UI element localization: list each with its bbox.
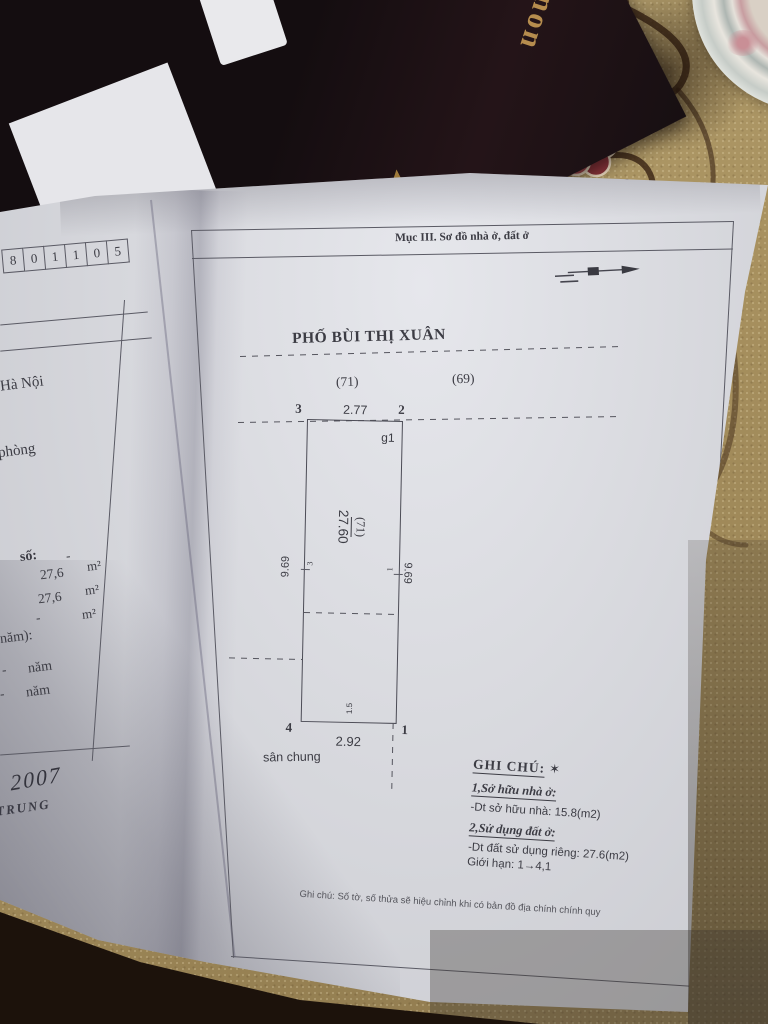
year-label: năm [25, 682, 51, 701]
form-line [0, 337, 152, 352]
area-value: 27,6 [39, 564, 65, 583]
inner-partition-dashed [303, 611, 398, 615]
courtyard-label: sân chung [262, 749, 321, 765]
plot-parcel-label: (71) [350, 516, 368, 537]
dash-mark: - [65, 547, 72, 564]
digit-box: 5 [106, 238, 130, 265]
area-unit: m² [81, 605, 97, 622]
digit-box: 1 [44, 244, 68, 270]
cloth-shade-bottom [430, 930, 768, 1024]
plot-corner-4: 4 [285, 719, 293, 735]
neighbor-right-label: (69) [451, 370, 475, 387]
note-item2-heading: 2,Sử dụng đất ở: [468, 820, 556, 842]
plot-corner-1: 1 [401, 722, 409, 738]
plot-dim-left: 9.69 [279, 555, 293, 578]
plot-length-block: (71) 27.60 [312, 467, 394, 587]
gate-label: g1 [381, 430, 395, 445]
plot-dim-top: 2.77 [342, 402, 368, 418]
area-unit: m² [84, 581, 100, 598]
plot-corner-2: 2 [398, 401, 405, 418]
plot-dim-bottom: 2.92 [335, 733, 362, 750]
cloth-shade-right [688, 540, 768, 1024]
boundary-dashed-line [237, 415, 622, 423]
plot-outline: 3 2 4 1 2.77 2.92 9.69 9.69 g1 (71) [228, 401, 414, 789]
tick-mark-right [393, 573, 403, 576]
street-name: PHỐ BÙI THỊ XUÂN [291, 325, 447, 348]
north-arrow-icon [554, 265, 640, 283]
room-fragment: phòng [0, 440, 37, 462]
digit-box: 8 [1, 247, 26, 274]
notes-title: GHI CHÚ: [472, 756, 546, 778]
tick-label-right: 1 [385, 567, 395, 572]
area-unit: m² [86, 557, 102, 574]
tick-label-left: 3 [305, 561, 315, 566]
frame-header-line [191, 248, 733, 259]
plot-corner-3: 3 [295, 400, 302, 416]
note-item1-heading: 1,Sở hữu nhà ở: [471, 780, 557, 802]
notes-block: GHI CHÚ: ✶ 1,Sở hữu nhà ở: -Dt sở hữu nh… [467, 755, 693, 881]
tick-mark-left [300, 568, 310, 571]
area-value: 27,6 [37, 588, 63, 607]
digit-box: 1 [64, 242, 88, 268]
plot-length-value: 27.60 [335, 509, 352, 544]
neighbor-left-label: (71) [335, 373, 359, 390]
notch-dimension: 1.5 [344, 702, 355, 715]
year-label: năm [27, 658, 53, 677]
star-icon: ✶ [548, 761, 561, 777]
city-fragment: Hà Nội [0, 373, 45, 395]
number-fragment: số: [19, 548, 38, 565]
form-line [0, 311, 148, 326]
digit-box: 0 [23, 245, 47, 272]
digit-box: 0 [85, 240, 109, 267]
plate-floral-accent [726, 30, 760, 56]
